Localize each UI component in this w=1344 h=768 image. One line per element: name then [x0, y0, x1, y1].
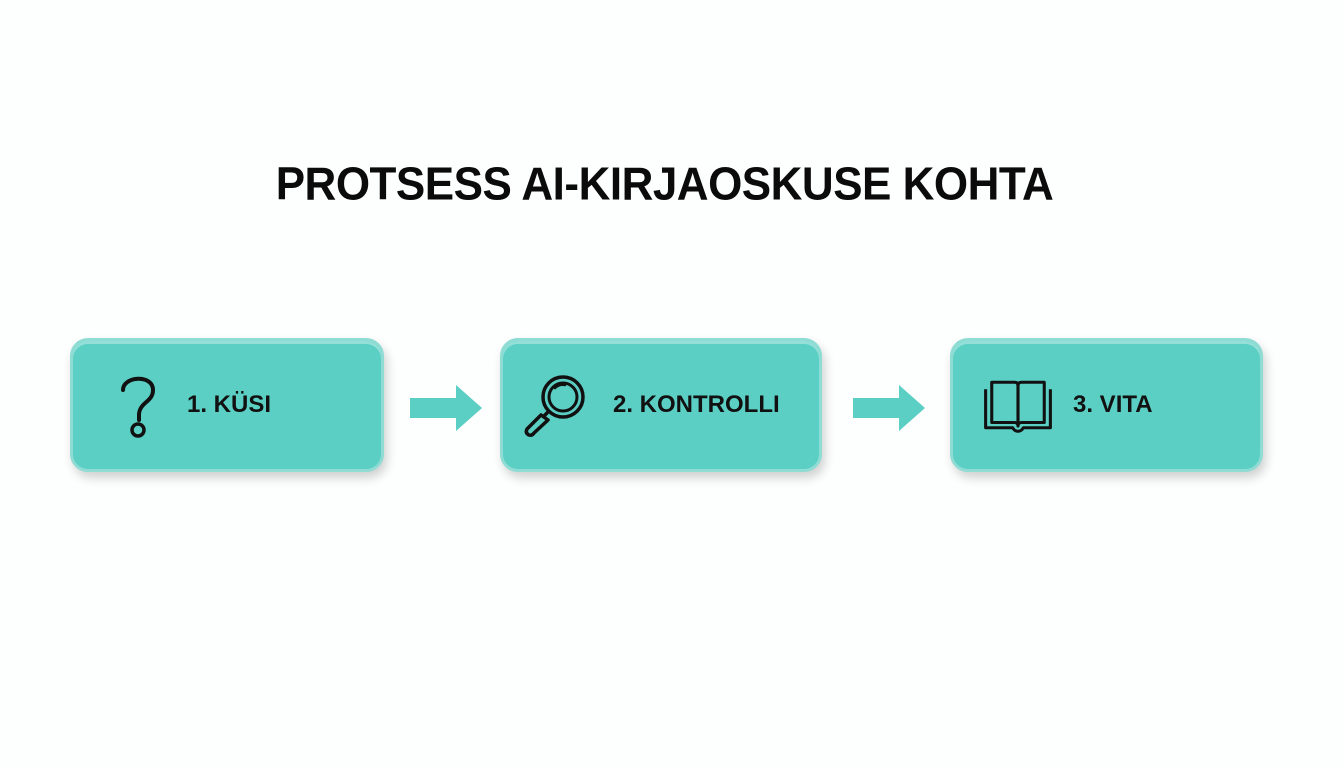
question-mark-icon: [103, 370, 173, 440]
diagram-title: PROTSESS AI-KIRJAOSKUSE KOHTA: [275, 158, 1054, 211]
arrow-right-icon: [410, 385, 482, 431]
step-ask: 1. KÜSI: [70, 338, 384, 472]
step-check: 2. KONTROLLI: [500, 338, 822, 472]
step-verify: 3. VITA: [950, 338, 1263, 472]
magnifying-glass-icon: [521, 370, 591, 440]
open-book-icon: [983, 370, 1053, 440]
step-label: 2. KONTROLLI: [613, 391, 780, 418]
step-label: 3. VITA: [1073, 391, 1153, 418]
arrow-right-icon: [853, 385, 925, 431]
step-label: 1. KÜSI: [187, 391, 272, 418]
